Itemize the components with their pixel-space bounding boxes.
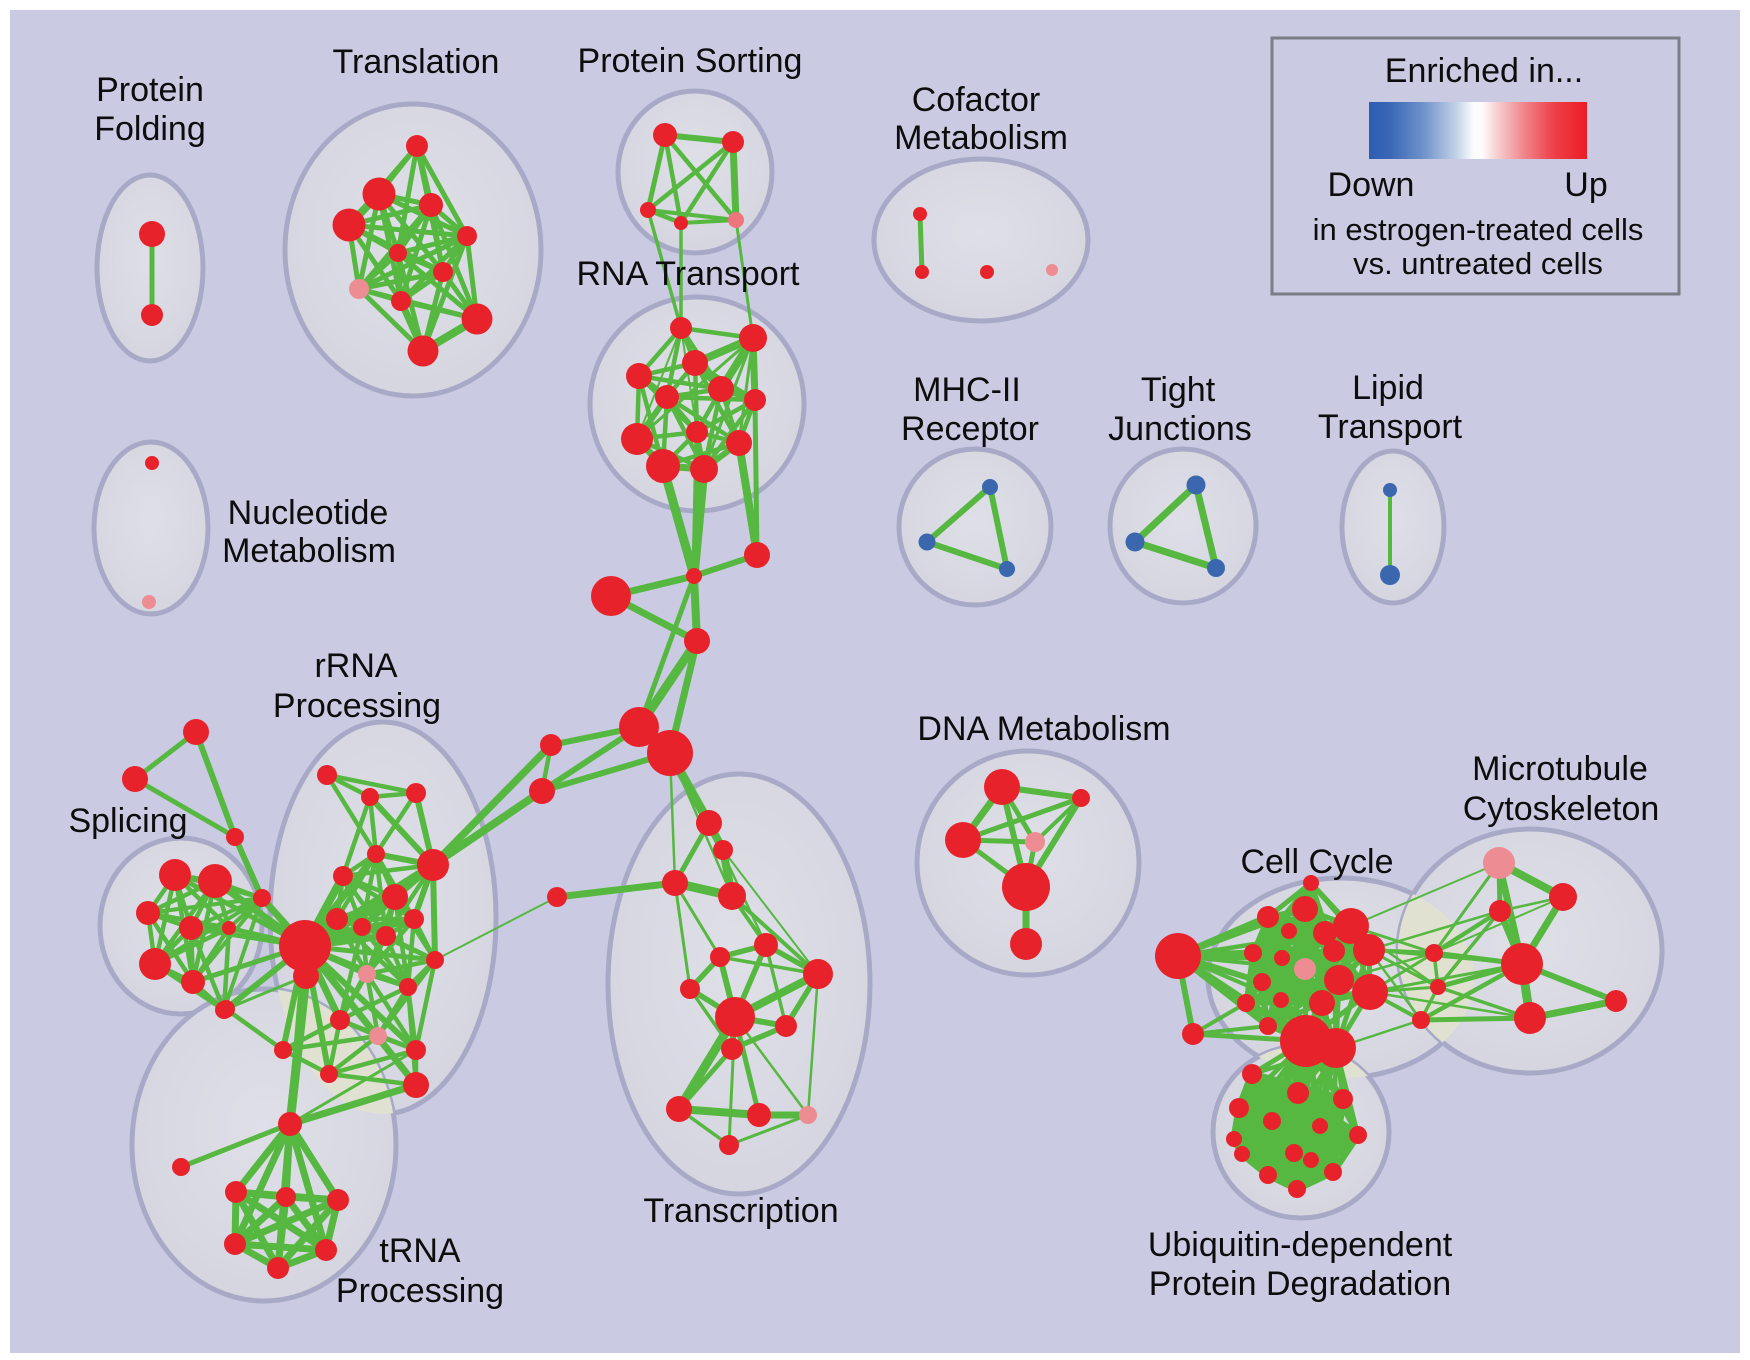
svg-text:Protein: Protein [96, 71, 204, 109]
svg-text:rRNA: rRNA [314, 647, 397, 685]
svg-text:Cofactor: Cofactor [912, 81, 1041, 119]
svg-text:Junctions: Junctions [1108, 410, 1252, 448]
svg-text:Up: Up [1564, 166, 1607, 204]
svg-text:Ubiquitin-dependent: Ubiquitin-dependent [1148, 1226, 1453, 1264]
svg-text:Nucleotide: Nucleotide [228, 494, 389, 532]
svg-text:Processing: Processing [336, 1272, 504, 1310]
svg-text:Cell Cycle: Cell Cycle [1240, 843, 1393, 881]
svg-text:Receptor: Receptor [901, 410, 1039, 448]
svg-text:Metabolism: Metabolism [894, 119, 1068, 157]
svg-text:in estrogen-treated cells: in estrogen-treated cells [1313, 212, 1644, 247]
svg-text:MHC-II: MHC-II [913, 371, 1021, 409]
svg-text:Cytoskeleton: Cytoskeleton [1463, 790, 1660, 828]
svg-text:Processing: Processing [273, 687, 441, 725]
svg-text:tRNA: tRNA [379, 1232, 461, 1270]
svg-text:Metabolism: Metabolism [222, 532, 396, 570]
svg-text:Enriched in...: Enriched in... [1385, 52, 1583, 90]
svg-text:Protein Degradation: Protein Degradation [1149, 1265, 1451, 1303]
svg-text:Down: Down [1328, 166, 1415, 204]
svg-text:Lipid: Lipid [1352, 369, 1424, 407]
svg-text:Translation: Translation [333, 43, 500, 81]
svg-text:RNA Transport: RNA Transport [577, 255, 801, 293]
svg-text:Microtubule: Microtubule [1472, 750, 1648, 788]
svg-text:vs. untreated cells: vs. untreated cells [1353, 246, 1603, 281]
svg-text:Folding: Folding [94, 110, 206, 148]
svg-text:DNA Metabolism: DNA Metabolism [917, 710, 1170, 748]
svg-text:Transport: Transport [1318, 408, 1463, 446]
svg-text:Transcription: Transcription [643, 1192, 838, 1230]
svg-text:Splicing: Splicing [68, 802, 187, 840]
svg-text:Tight: Tight [1141, 371, 1216, 409]
svg-text:Protein Sorting: Protein Sorting [578, 42, 803, 80]
